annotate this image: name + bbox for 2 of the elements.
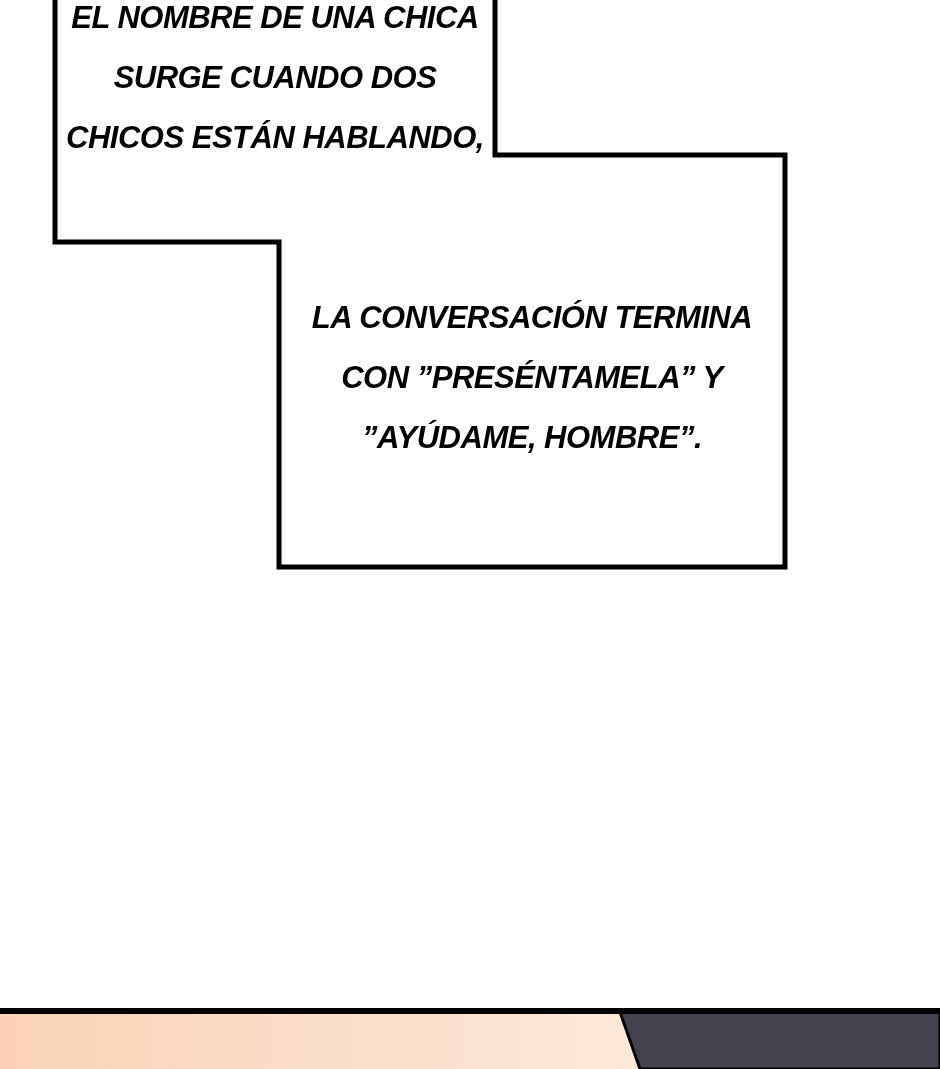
narration-text: LA CONVERSACIÓN TERMINA CON ”PRESÉNTAMELA” Y ”AYÚDAME, HOMBRE”. [310, 299, 754, 457]
narration-text: EL NOMBRE DE UNA CHICA SURGE CUANDO DOS CHICOS ESTÁN HABLANDO, [65, 0, 485, 157]
